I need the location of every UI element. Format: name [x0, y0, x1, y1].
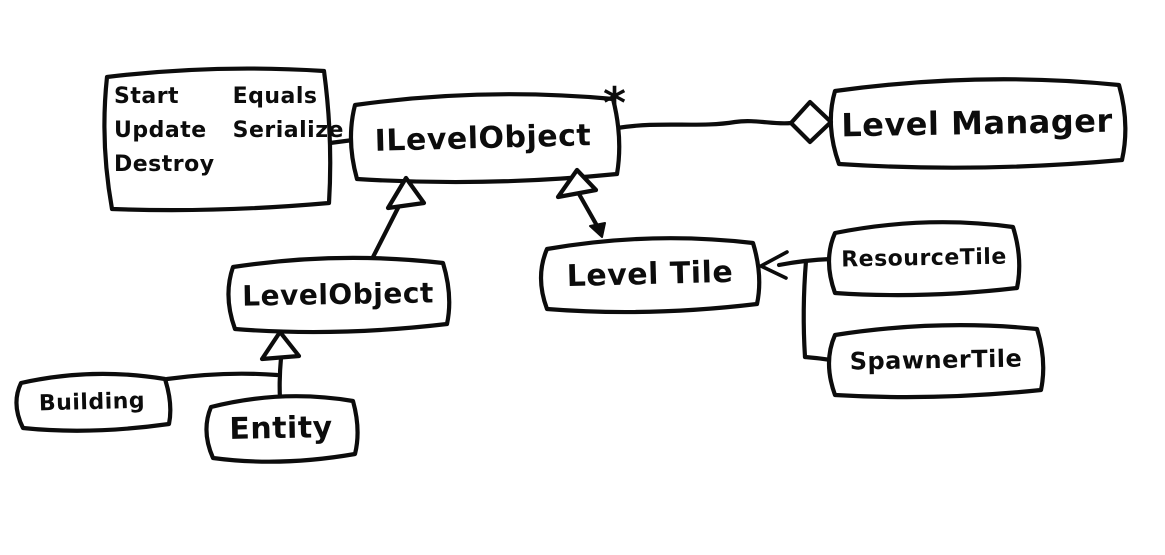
inheritance-line-levelobject: [368, 199, 404, 264]
levelmanager-label: Level Manager: [840, 101, 1114, 145]
inheritance-triangle-leveltile-icon: [555, 167, 599, 200]
method-destroy: Destroy: [114, 152, 215, 177]
arrow-tip-leveltile-icon: [589, 222, 606, 238]
leveltile-box: [538, 236, 762, 315]
inheritance-branch-building: [164, 371, 280, 382]
building-box: [14, 371, 173, 433]
method-equals: Equals: [232, 84, 318, 109]
entity-box: [204, 394, 360, 464]
methods-column-2: Equals Serialize: [233, 80, 344, 148]
interface-methods-text: Start Update Destroy Equals Serialize: [114, 80, 343, 202]
entity-label: Entity: [229, 409, 333, 447]
inheritance-triangle-levelobject-icon: [385, 175, 427, 211]
interface-methods-box: [102, 66, 333, 213]
aggregation-diamond-icon: [788, 99, 834, 145]
tile-trunk-line: [801, 258, 809, 360]
resourcetile-box: [826, 220, 1022, 298]
spawnertile-box: [826, 323, 1046, 400]
leveltile-label: Level Tile: [566, 254, 734, 294]
inheritance-stem-entity: [277, 355, 284, 402]
inheritance-triangle-entity-icon: [259, 329, 302, 362]
open-arrowhead-leveltile-icon: [759, 250, 789, 280]
ilevelobject-box: [348, 92, 622, 185]
resourcetile-label: ResourceTile: [841, 244, 1007, 272]
levelobject-box: [226, 255, 452, 335]
building-label: Building: [38, 388, 146, 416]
spawnertile-label: SpawnerTile: [849, 344, 1023, 376]
method-serialize: Serialize: [232, 118, 344, 143]
methods-column-1: Start Update Destroy: [114, 80, 215, 182]
levelobject-label: LevelObject: [241, 275, 435, 313]
method-update: Update: [114, 118, 207, 143]
levelmanager-box: [828, 77, 1128, 170]
aggregation-line: [614, 119, 794, 131]
aggregation-multiplicity: *: [603, 78, 627, 129]
method-start: Start: [114, 84, 180, 109]
ilevelobject-label: ILevelObject: [374, 117, 592, 159]
